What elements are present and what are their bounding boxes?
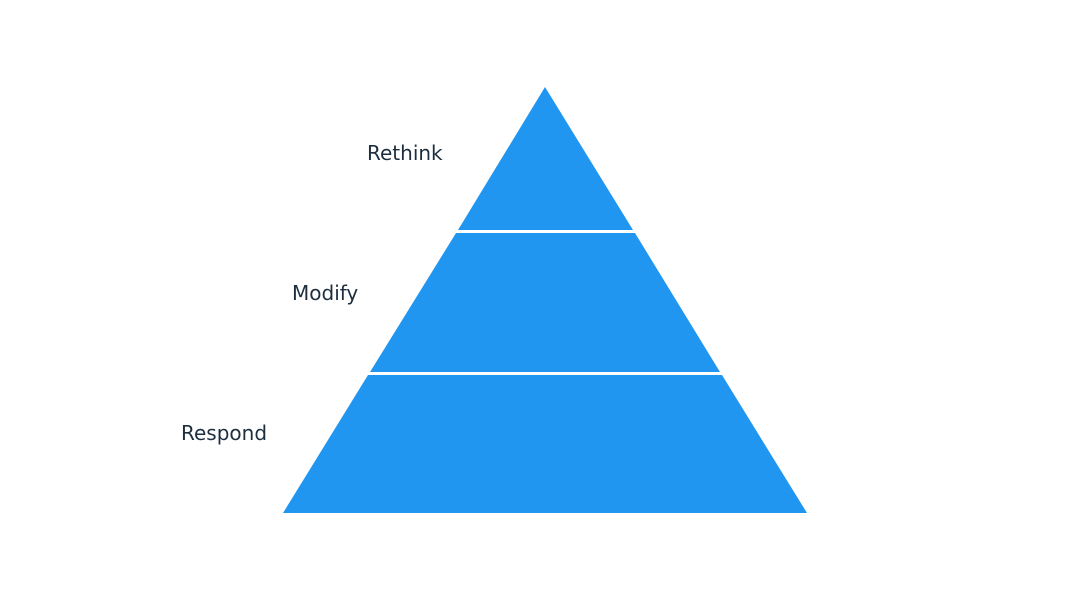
tier-label-modify: Modify	[292, 281, 358, 305]
tier-label-rethink: Rethink	[367, 141, 443, 165]
tier-label-respond: Respond	[181, 421, 267, 445]
pyramid-tier-bottom	[283, 375, 807, 513]
pyramid-tier-top	[458, 87, 633, 230]
pyramid-tier-middle	[370, 233, 720, 372]
